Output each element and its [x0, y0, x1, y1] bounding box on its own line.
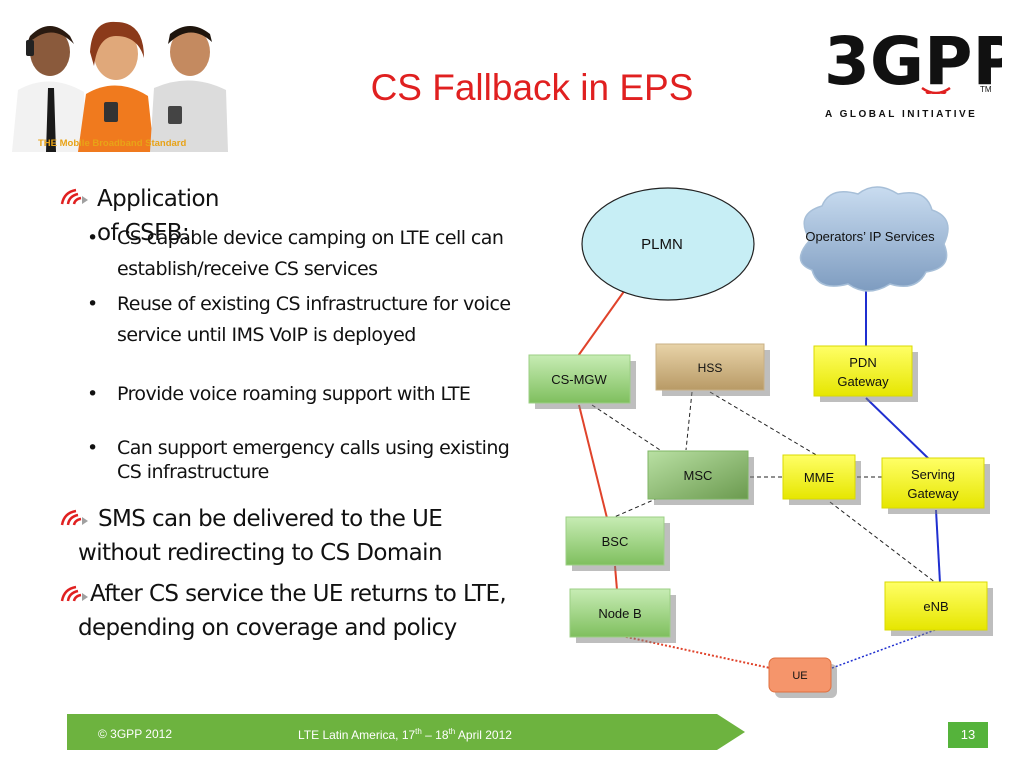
- footer-copyright: © 3GPP 2012: [98, 727, 173, 741]
- bullet-dot: •: [87, 227, 98, 249]
- sub-point-text: Provide voice roaming support with LTE: [117, 383, 471, 405]
- msc-label: MSC: [684, 468, 713, 483]
- link-hss-msc: [685, 391, 693, 451]
- mme-node: [782, 454, 856, 500]
- 3gpp-logo: 3GPP TM: [824, 23, 1002, 94]
- signal-bullet-icon: [60, 188, 88, 205]
- serving-gateway-label-1: Serving: [911, 467, 955, 482]
- logo-tm: TM: [980, 85, 992, 94]
- sub-point-text: Can support emergency calls using existi…: [117, 437, 510, 483]
- point-application: Application of CSFB:: [97, 186, 220, 246]
- pdn-gateway-node: [813, 345, 913, 397]
- ip-services-label: Operators’ IP Services: [805, 229, 935, 244]
- sub-point: • CS capable device camping on LTE cell …: [87, 223, 527, 285]
- mme-label: MME: [804, 470, 835, 485]
- slide-title: CS Fallback in EPS: [370, 67, 694, 108]
- plmn-node: [581, 187, 755, 301]
- footer-event: LTE Latin America, 17th – 18th April 201…: [298, 727, 512, 742]
- node-b-label: Node B: [598, 606, 641, 621]
- signal-bullet-icon: [60, 585, 88, 602]
- node-b-node: [569, 588, 671, 638]
- point-sms: SMS can be delivered to the UE without r…: [78, 506, 443, 566]
- link-mme-enb: [829, 501, 937, 584]
- logo-subtitle: A GLOBAL INITIATIVE: [825, 109, 978, 120]
- sub-point-text: CS capable device camping on LTE cell ca…: [117, 227, 504, 280]
- ue-label: UE: [792, 670, 807, 682]
- bullet-dot: •: [87, 437, 98, 459]
- point-return: After CS service the UE returns to LTE, …: [78, 581, 507, 641]
- people-photo: [4, 6, 230, 152]
- link-csmgw-msc: [591, 404, 661, 451]
- signal-bullet-icon: [60, 509, 88, 526]
- serving-gateway-label-2: Gateway: [907, 486, 959, 501]
- cs-mgw-label: CS-MGW: [551, 372, 607, 387]
- logo-wordmark: 3GPP: [824, 23, 1002, 94]
- bullet-dot: •: [87, 293, 98, 315]
- hss-node: [655, 343, 765, 391]
- link-sgw-enb: [935, 509, 941, 584]
- enb-label: eNB: [923, 599, 948, 614]
- link-pdngw-sgw: [865, 397, 931, 461]
- enb-node: [884, 581, 988, 631]
- sub-point: • Reuse of existing CS infrastructure fo…: [87, 289, 517, 351]
- link-msc-bsc: [611, 497, 659, 519]
- sub-point: • Provide voice roaming support with LTE: [87, 382, 517, 406]
- serving-gateway-node: [881, 457, 985, 509]
- page-number: 13: [948, 722, 988, 748]
- plmn-label: PLMN: [641, 236, 683, 253]
- hss-label: HSS: [698, 361, 723, 375]
- bullet-dot: •: [87, 383, 98, 405]
- link-plmn-csmgw: [577, 289, 626, 357]
- bsc-label: BSC: [602, 534, 629, 549]
- link-csmgw-bsc: [578, 404, 608, 519]
- bsc-node: [565, 516, 665, 566]
- sub-point-text: Reuse of existing CS infrastructure for …: [117, 293, 511, 346]
- ip-services-cloud: [799, 186, 949, 292]
- pdn-gateway-label-2: Gateway: [837, 374, 889, 389]
- link-hss-mme: [709, 391, 819, 457]
- footer-bar: [67, 714, 745, 750]
- pdn-gateway-label-1: PDN: [849, 355, 876, 370]
- sub-point: • Can support emergency calls using exis…: [87, 436, 517, 484]
- cs-mgw-node: [528, 354, 631, 404]
- ue-node: [768, 657, 832, 693]
- tagline: THE Mobile Broadband Standard: [38, 138, 187, 149]
- msc-node: [647, 450, 749, 500]
